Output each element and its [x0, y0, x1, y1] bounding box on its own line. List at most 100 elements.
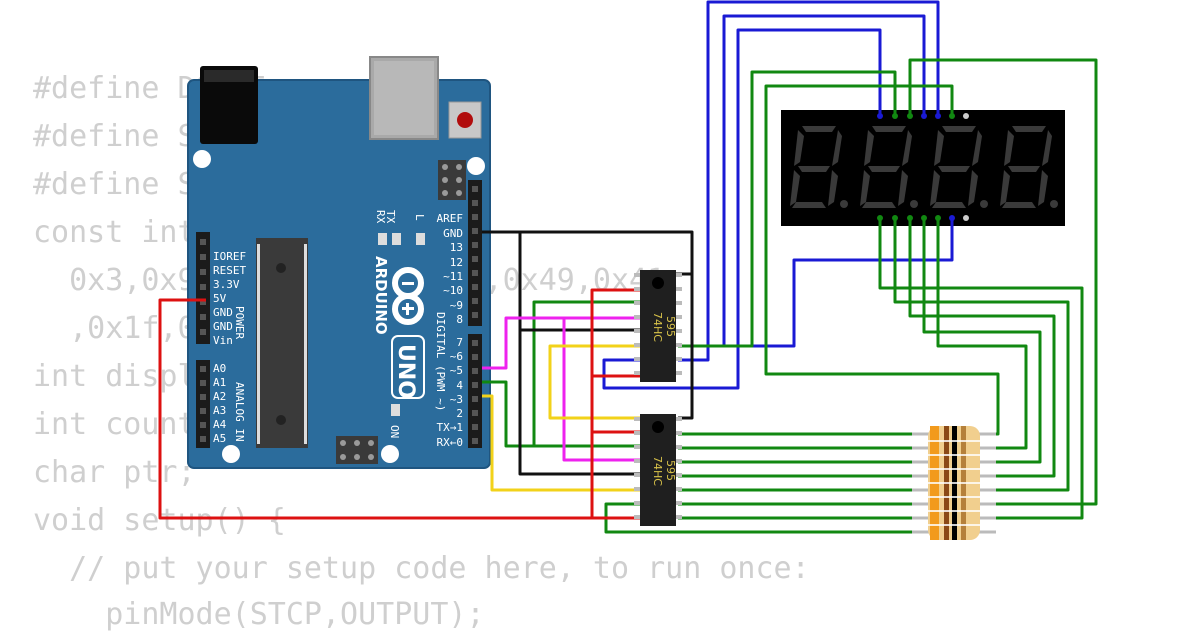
wire-green: [922, 218, 1042, 464]
pin-label-3v3: 3.3V: [213, 278, 240, 291]
pin-label-gnd: GND: [213, 306, 233, 319]
pin-label-a2: A2: [213, 390, 226, 403]
sr1-label-line1: 74HC: [651, 312, 664, 342]
wire-green: [893, 218, 1070, 492]
wire-black: [482, 230, 694, 420]
pin-label-a5: A5: [213, 432, 226, 445]
shift-register-1[interactable]: 74HC 595: [634, 270, 682, 382]
arduino-logo: [392, 267, 424, 325]
power-jack-top: [204, 70, 254, 82]
pin-label-12: 12: [450, 256, 463, 269]
mounting-hole: [467, 157, 485, 175]
l-led: [416, 233, 425, 245]
resistor-array[interactable]: [912, 426, 996, 540]
code-line: void setup() {: [33, 503, 286, 538]
reset-button-cap[interactable]: [457, 112, 473, 128]
resistor-bodies: [928, 426, 980, 540]
pin-label-6: ~6: [450, 350, 463, 363]
pin-label-11: ~11: [443, 270, 463, 283]
code-line: // put your setup code here, to run once…: [33, 551, 810, 586]
microcontroller-chip: [256, 238, 308, 448]
brand-text: ARDUINO: [372, 256, 390, 335]
pin-label-0: RX←0: [437, 436, 464, 449]
chip-notch: [276, 263, 286, 273]
wire-green: [764, 84, 1000, 436]
pin-label-a1: A1: [213, 376, 226, 389]
wire-magenta: [482, 316, 640, 370]
pin-label-gnd-d: GND: [443, 227, 463, 240]
chip-notch: [276, 415, 286, 425]
pin-label-reset: RESET: [213, 264, 246, 277]
sr2-label-line2: 595: [664, 460, 677, 481]
sr2-notch: [652, 421, 664, 433]
on-label: ON: [388, 425, 401, 438]
power-header-pins: [200, 239, 206, 335]
sr1-pins: [634, 273, 682, 375]
usb-connector-face: [374, 61, 434, 135]
wire-green: [532, 300, 640, 448]
wire-black: [518, 232, 640, 476]
wire-yellow: [548, 344, 640, 420]
pin-label-5v: 5V: [213, 292, 227, 305]
wire-green: [878, 218, 1084, 520]
wire-yellow: [482, 394, 640, 492]
analog-header-label: ANALOG IN: [233, 382, 246, 442]
pin-label-vin: Vin: [213, 334, 233, 347]
icsp2-pins: [340, 440, 374, 460]
icsp-pins: [442, 164, 462, 196]
analog-header-pins: [200, 366, 206, 442]
chip-pins: [257, 244, 307, 444]
mounting-hole: [193, 150, 211, 168]
rx-led: [392, 233, 401, 245]
digital-header-pins: [472, 186, 478, 444]
mounting-hole: [222, 445, 240, 463]
tx-led: [378, 233, 387, 245]
pin-label-ioref: IOREF: [213, 250, 246, 263]
pin-label-8: 8: [456, 313, 463, 326]
arduino-board[interactable]: TX RX L ON ARDUINO UNO IOREF RESET 3.3V …: [187, 56, 491, 469]
on-led: [391, 404, 400, 416]
model-text: UNO: [393, 344, 418, 399]
wire-green: [908, 58, 1098, 506]
wire-magenta: [562, 318, 640, 462]
wire-blue: [602, 28, 882, 390]
wire-red: [158, 298, 640, 520]
digital-header-label: DIGITAL (PWM ~): [434, 312, 447, 411]
mounting-hole: [381, 445, 399, 463]
seven-segment-display[interactable]: [781, 110, 1065, 226]
wires: [158, 0, 1098, 534]
sr2-label-line1: 74HC: [651, 456, 664, 486]
digital-header-bottom: [468, 334, 482, 448]
shift-register-2[interactable]: 74HC 595: [634, 414, 682, 526]
wire-blue: [678, 218, 954, 348]
led-label-l: L: [413, 214, 426, 221]
sr1-label-line2: 595: [664, 316, 677, 337]
pin-label-gnd: GND: [213, 320, 233, 333]
digital-header-top: [468, 180, 482, 326]
pin-label-aref: AREF: [437, 212, 464, 225]
wire-red: [590, 288, 640, 518]
code-line: pinModе(STCP,OUTPUT);: [33, 597, 485, 632]
pin-label-10: ~10: [443, 284, 463, 297]
led-label-rx: RX: [374, 210, 387, 224]
wire-green: [908, 218, 1056, 478]
pin-label-3: ~3: [450, 393, 463, 406]
sr1-notch: [652, 277, 664, 289]
display-digits: [790, 126, 1058, 208]
pin-label-7: 7: [456, 336, 463, 349]
analog-header: [196, 360, 210, 448]
model-badge: [391, 335, 425, 399]
pin-label-2: 2: [456, 407, 463, 420]
code-line: char ptr;: [33, 455, 196, 490]
wire-green: [936, 218, 1028, 450]
pin-label-13: 13: [450, 241, 463, 254]
wire-blue: [678, 0, 940, 362]
pin-label-4: 4: [456, 379, 463, 392]
pin-label-5: ~5: [450, 364, 463, 377]
pin-label-a4: A4: [213, 418, 227, 431]
power-header-label: POWER: [233, 306, 246, 339]
pin-label-1: TX→1: [437, 421, 464, 434]
led-label-tx: TX: [384, 210, 397, 224]
pin-label-9: ~9: [450, 299, 463, 312]
power-jack: [200, 66, 258, 144]
